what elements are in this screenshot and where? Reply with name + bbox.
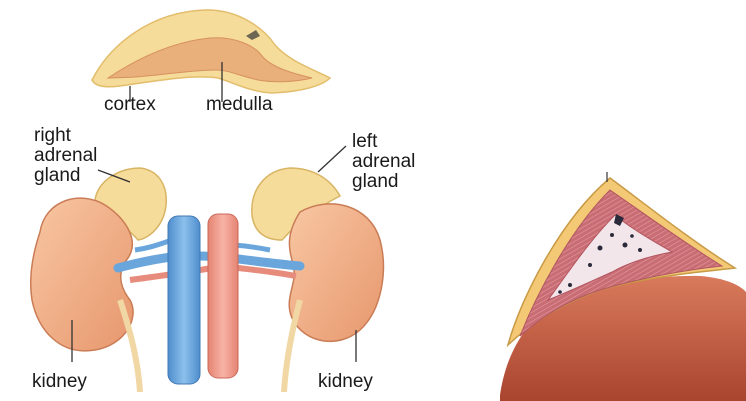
aorta bbox=[208, 214, 238, 378]
left-adrenal-label-line2: adrenal bbox=[352, 152, 415, 171]
kidney-right-shape bbox=[289, 204, 383, 341]
kidney-right-label: kidney bbox=[318, 372, 373, 391]
kidney-left-label: kidney bbox=[32, 372, 87, 391]
kidneys-illustration bbox=[31, 146, 384, 392]
adrenal-histology-section bbox=[500, 172, 746, 401]
left-adrenal-label-line1: left bbox=[352, 132, 377, 151]
left-adrenal-pointer bbox=[318, 146, 346, 172]
medulla-label: medulla bbox=[206, 95, 273, 114]
right-adrenal-label-line1: right bbox=[34, 126, 71, 145]
cortex-label: cortex bbox=[104, 95, 156, 114]
right-adrenal-label-line3: gland bbox=[34, 166, 81, 185]
adrenal-section-top bbox=[92, 10, 330, 102]
inferior-vena-cava bbox=[168, 216, 200, 384]
right-adrenal-label-line2: adrenal bbox=[34, 146, 97, 165]
kidney-left-shape bbox=[31, 198, 133, 351]
left-adrenal-label-line3: gland bbox=[352, 172, 399, 191]
